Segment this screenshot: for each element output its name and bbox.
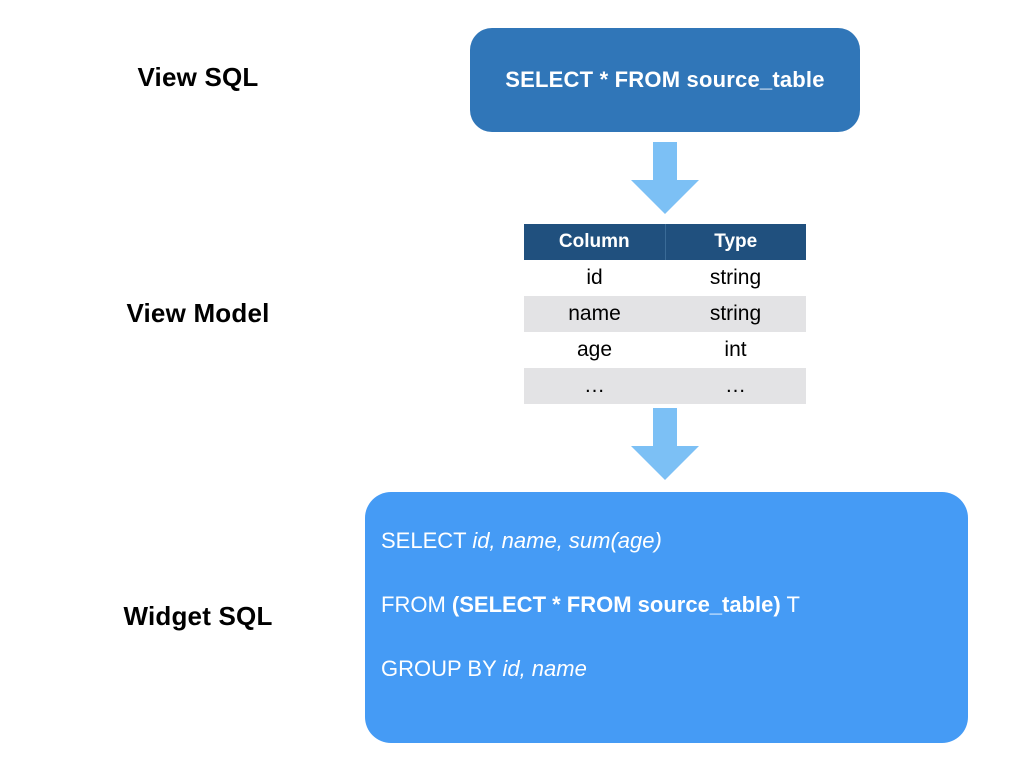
table-row: age int bbox=[524, 332, 806, 368]
table-cell-type: int bbox=[665, 332, 806, 368]
table-cell-column: id bbox=[524, 260, 665, 296]
view-model-table-head: Column Type bbox=[524, 224, 806, 260]
table-cell-type: … bbox=[665, 368, 806, 404]
widget-sql-line-2-subquery: (SELECT * FROM source_table) bbox=[451, 592, 781, 617]
view-sql-box: SELECT * FROM source_table bbox=[470, 28, 860, 132]
down-arrow-icon-1 bbox=[631, 142, 699, 214]
widget-sql-line-3-fields: id, name bbox=[502, 656, 587, 681]
widget-sql-line-2-alias: T bbox=[780, 592, 800, 617]
down-arrow-icon-2 bbox=[631, 408, 699, 480]
table-header-type: Type bbox=[665, 224, 806, 260]
table-row: … … bbox=[524, 368, 806, 404]
table-cell-column: age bbox=[524, 332, 665, 368]
table-row: id string bbox=[524, 260, 806, 296]
table-cell-type: string bbox=[665, 296, 806, 332]
table-cell-column: … bbox=[524, 368, 665, 404]
view-model-table-body: id string name string age int … … bbox=[524, 260, 806, 404]
widget-sql-line-1-fields: id, name, sum(age) bbox=[472, 528, 662, 553]
table-header-row: Column Type bbox=[524, 224, 806, 260]
stage-label-view-sql: View SQL bbox=[137, 62, 259, 92]
widget-sql-line-1-keyword: SELECT bbox=[381, 528, 473, 553]
widget-sql-line-3: GROUP BY id, name bbox=[381, 658, 968, 680]
view-model-table: Column Type id string name string age in… bbox=[524, 224, 806, 404]
view-sql-statement: SELECT * FROM source_table bbox=[505, 67, 825, 92]
table-row: name string bbox=[524, 296, 806, 332]
widget-sql-line-2-keyword: FROM bbox=[381, 592, 452, 617]
stage-label-view-model: View Model bbox=[126, 298, 270, 328]
widget-sql-line-1: SELECT id, name, sum(age) bbox=[381, 530, 968, 552]
table-header-column: Column bbox=[524, 224, 666, 260]
widget-sql-box: SELECT id, name, sum(age) FROM (SELECT *… bbox=[365, 492, 968, 743]
widget-sql-line-2: FROM (SELECT * FROM source_table) T bbox=[381, 594, 968, 616]
stage-label-widget-sql: Widget SQL bbox=[123, 601, 273, 631]
table-cell-column: name bbox=[524, 296, 665, 332]
widget-sql-line-3-keyword: GROUP BY bbox=[381, 656, 503, 681]
table-cell-type: string bbox=[665, 260, 806, 296]
